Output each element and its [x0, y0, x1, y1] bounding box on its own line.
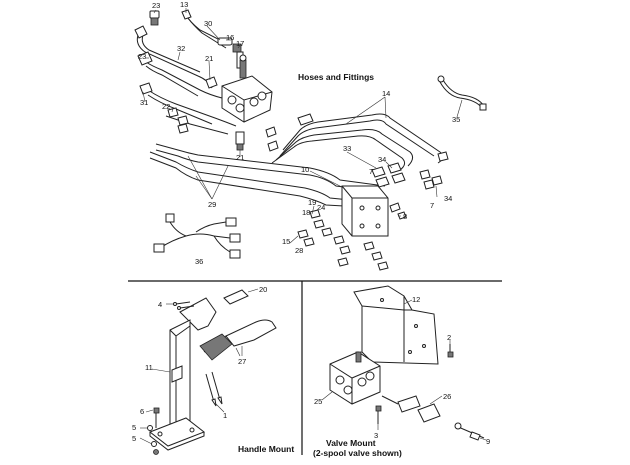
callout-34-center: 34	[378, 155, 386, 164]
control-valve-assembly	[221, 54, 273, 123]
callout-27: 27	[238, 357, 246, 366]
callout-26: 26	[443, 392, 451, 401]
handle-leader-lines	[139, 288, 259, 445]
valve-mount-section: 12 2 25 26 3 9 Valve Mount (2-spool valv…	[313, 285, 490, 458]
callout-1: 1	[223, 411, 227, 420]
fitting-22c	[177, 123, 189, 134]
callout-25: 25	[314, 397, 322, 406]
valve-mount-subtitle: (2-spool valve shown)	[313, 448, 402, 458]
wire-harness-36	[153, 213, 241, 259]
callout-14: 14	[382, 89, 390, 98]
fitting-center-a	[265, 126, 277, 138]
fitting-22b	[177, 115, 189, 126]
callout-21-upper: 21	[205, 54, 213, 63]
callout-16: 16	[226, 33, 234, 42]
bulkhead-fittings	[297, 162, 443, 271]
mounting-plate-10	[341, 185, 389, 237]
linkage-rods-1	[205, 371, 223, 407]
fitting-23-top-nut	[150, 17, 159, 26]
callout-5a: 5	[132, 423, 136, 432]
callout-2: 2	[447, 333, 451, 342]
panel-dividers	[128, 280, 502, 455]
callout-21-lower: 21	[236, 153, 244, 162]
callout-30: 30	[204, 19, 212, 28]
hose-bundle-14	[271, 113, 444, 171]
bolt-2	[447, 344, 454, 358]
callout-7-right: 7	[430, 201, 434, 210]
callout-35: 35	[452, 115, 460, 124]
callout-32: 32	[177, 44, 185, 53]
callout-7-center: 7	[369, 167, 373, 176]
callout-12: 12	[412, 295, 420, 304]
fitting-21-lower	[235, 131, 245, 145]
fitting-22a	[167, 107, 179, 118]
callout-6: 6	[140, 407, 144, 416]
callout-36: 36	[195, 257, 203, 266]
hoses-and-fittings-title: Hoses and Fittings	[298, 72, 374, 82]
callout-23a: 23	[152, 1, 160, 10]
callout-24: 24	[317, 203, 325, 212]
valve-spool-knob	[239, 54, 247, 62]
callout-23b: 23	[138, 52, 146, 61]
callout-34-right: 34	[444, 194, 452, 203]
callout-5b: 5	[132, 434, 136, 443]
control-handle-27	[199, 319, 277, 361]
stand-slot	[171, 365, 183, 383]
fitting-center-b	[267, 140, 279, 152]
valve-supply-hoses	[136, 13, 237, 135]
hose-fittings	[134, 9, 449, 162]
fitting-34-right	[437, 151, 449, 162]
callout-31: 31	[140, 98, 148, 107]
callout-15: 15	[282, 237, 290, 246]
callout-11: 11	[145, 363, 153, 372]
callout-18: 18	[302, 208, 310, 217]
hose-end-13	[181, 9, 192, 20]
handle-mount-title: Handle Mount	[238, 444, 294, 454]
fitting-21-lower-nut	[236, 143, 244, 151]
callout-9: 9	[486, 437, 490, 446]
callout-20: 20	[259, 285, 267, 294]
fitting-23-left	[137, 51, 153, 66]
callout-4: 4	[158, 300, 162, 309]
valve-leader-lines	[321, 299, 487, 441]
hose-end-30	[134, 25, 148, 39]
rod-end-9	[454, 422, 485, 441]
callout-22: 22	[162, 102, 170, 111]
hose-35	[437, 75, 487, 111]
handle-stand-11	[148, 319, 206, 451]
valve-callouts: 12 2 25 26 3 9	[314, 295, 490, 446]
hose-bundle-29	[149, 143, 386, 207]
fitting-free	[297, 113, 314, 126]
callout-29: 29	[208, 200, 216, 209]
handle-mount-section: 20 4 27 11 1 6 5 5 Handle Mount	[132, 285, 294, 455]
hose-end-31	[139, 82, 153, 95]
callout-17: 17	[236, 39, 244, 48]
handle-panel	[179, 297, 217, 331]
hoses-leader-lines	[142, 8, 463, 244]
callout-3: 3	[374, 431, 378, 440]
fitting-21-upper	[205, 76, 218, 89]
valve-body-25	[329, 351, 381, 405]
spool-link-26	[381, 395, 441, 423]
callout-19: 19	[308, 198, 316, 207]
valve-spool-top	[239, 59, 247, 79]
callout-10: 10	[301, 165, 309, 174]
bolts-6-and-5	[147, 407, 160, 455]
hoses-callouts: 23 13 30 16 17 32 23 21 31 22 21 14 35 1…	[138, 0, 460, 266]
decal-20	[223, 289, 249, 305]
callout-28: 28	[295, 246, 303, 255]
bolt-3	[375, 405, 382, 424]
handle-callouts: 20 4 27 11 1 6 5 5	[132, 285, 267, 443]
mounting-bracket-12	[353, 285, 439, 365]
valve-mount-title: Valve Mount	[326, 438, 376, 448]
callout-13: 13	[180, 0, 188, 9]
callout-8: 8	[403, 212, 407, 221]
callout-33: 33	[343, 144, 351, 153]
hoses-and-fittings-section: 23 13 30 16 17 32 23 21 31 22 21 14 35 1…	[134, 0, 487, 271]
